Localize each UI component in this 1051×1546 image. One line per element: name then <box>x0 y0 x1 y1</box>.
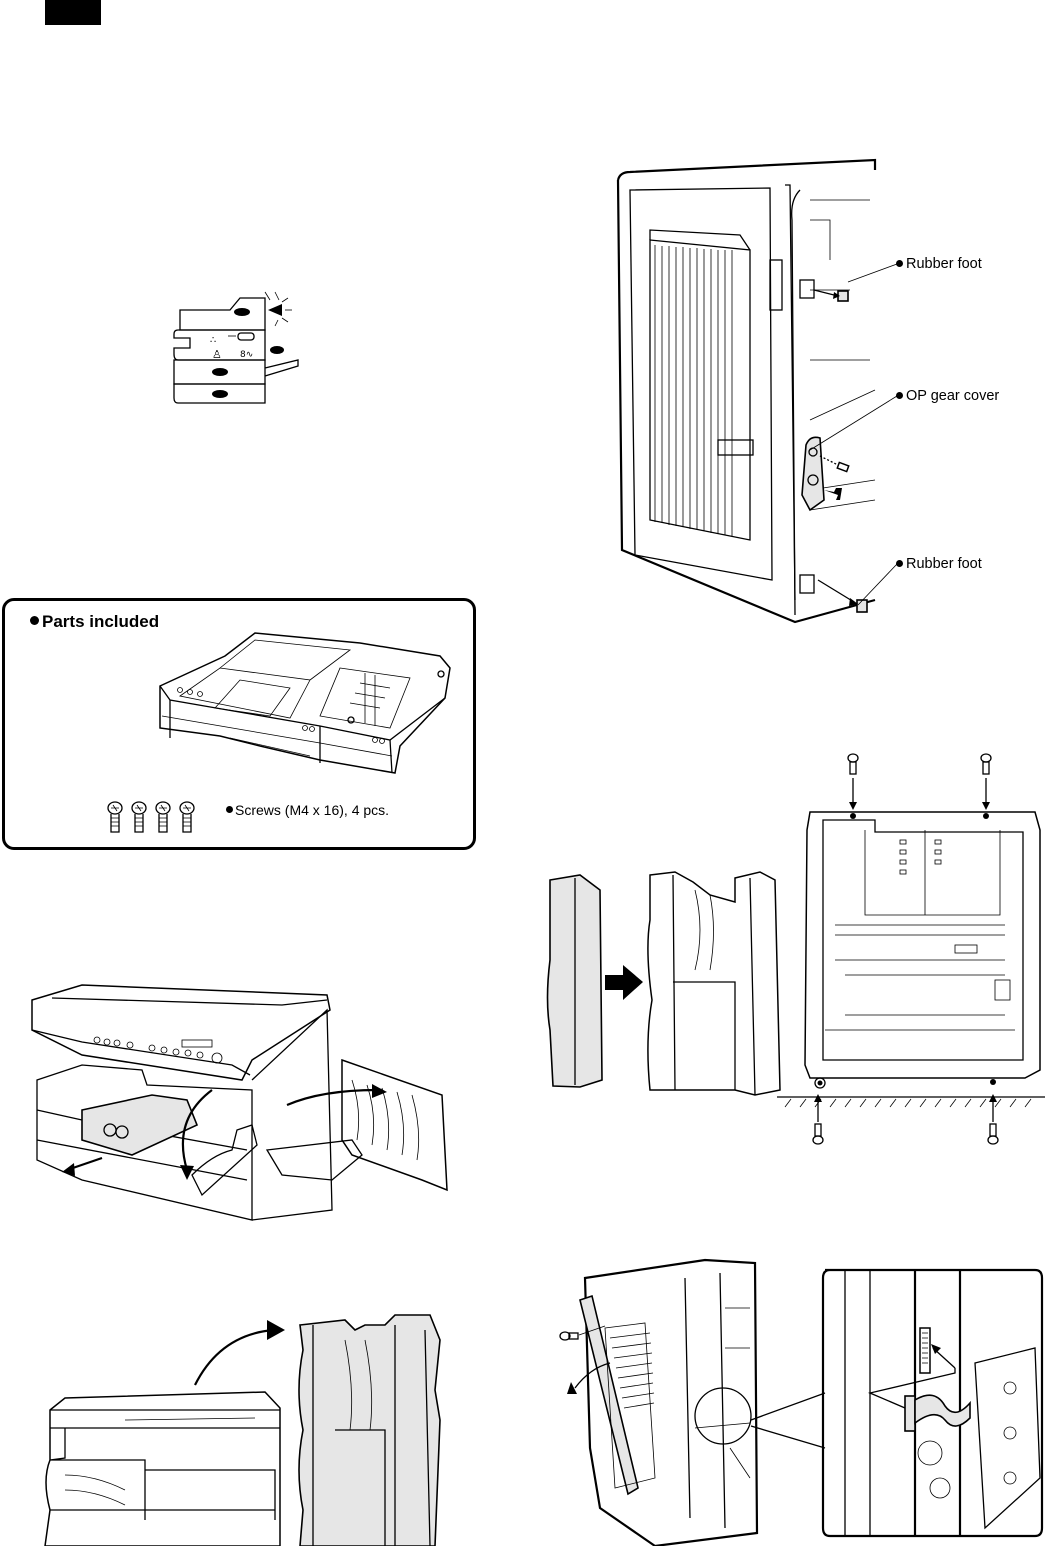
copier-stand-on-side-illustration <box>44 1314 441 1546</box>
parts-included-title: Parts included <box>30 612 159 632</box>
bullet-icon <box>896 391 903 399</box>
feed-unit-mounting-illustration <box>546 753 1045 1145</box>
toner-indicator-panel-icon: ∴ ♙ 8∿ <box>173 291 299 404</box>
callout-label: Rubber foot <box>906 256 982 272</box>
screw-icon <box>559 1331 579 1341</box>
section-tab-marker <box>45 0 101 25</box>
svg-text:♙: ♙ <box>212 348 222 361</box>
paper-feed-unit-icon <box>159 632 451 774</box>
screw-icon <box>155 801 171 833</box>
callout-leaders <box>809 263 898 606</box>
callout-rubber-foot-top: Rubber foot <box>896 256 982 272</box>
callout-op-gear-cover: OP gear cover <box>896 388 999 404</box>
screws-icon-group <box>107 801 195 833</box>
harness-connector-illustration <box>559 1258 1044 1546</box>
screws-label: Screws (M4 x 16), 4 pcs. <box>226 802 389 818</box>
bullet-icon <box>896 559 903 567</box>
copier-open-covers-illustration <box>31 984 448 1221</box>
callout-rubber-foot-bottom: Rubber foot <box>896 556 982 572</box>
screw-icon <box>131 801 147 833</box>
screw-icon <box>179 801 195 833</box>
screw-icon <box>107 801 123 833</box>
bullet-icon <box>896 259 903 267</box>
parts-included-box <box>2 598 476 850</box>
callout-label: Rubber foot <box>906 556 982 572</box>
screw-icon <box>847 753 859 810</box>
svg-text:∴: ∴ <box>210 335 216 346</box>
bullet-icon <box>226 805 233 813</box>
callout-label: OP gear cover <box>906 388 1000 404</box>
screw-icon <box>987 1094 999 1145</box>
parts-included-title-text: Parts included <box>42 612 160 631</box>
screw-icon <box>980 753 992 810</box>
bullet-icon <box>30 616 39 626</box>
screws-label-text: Screws (M4 x 16), 4 pcs. <box>235 802 390 818</box>
copier-side-view-illustration <box>616 158 877 624</box>
screw-icon <box>812 1094 824 1145</box>
svg-text:8∿: 8∿ <box>240 350 253 360</box>
